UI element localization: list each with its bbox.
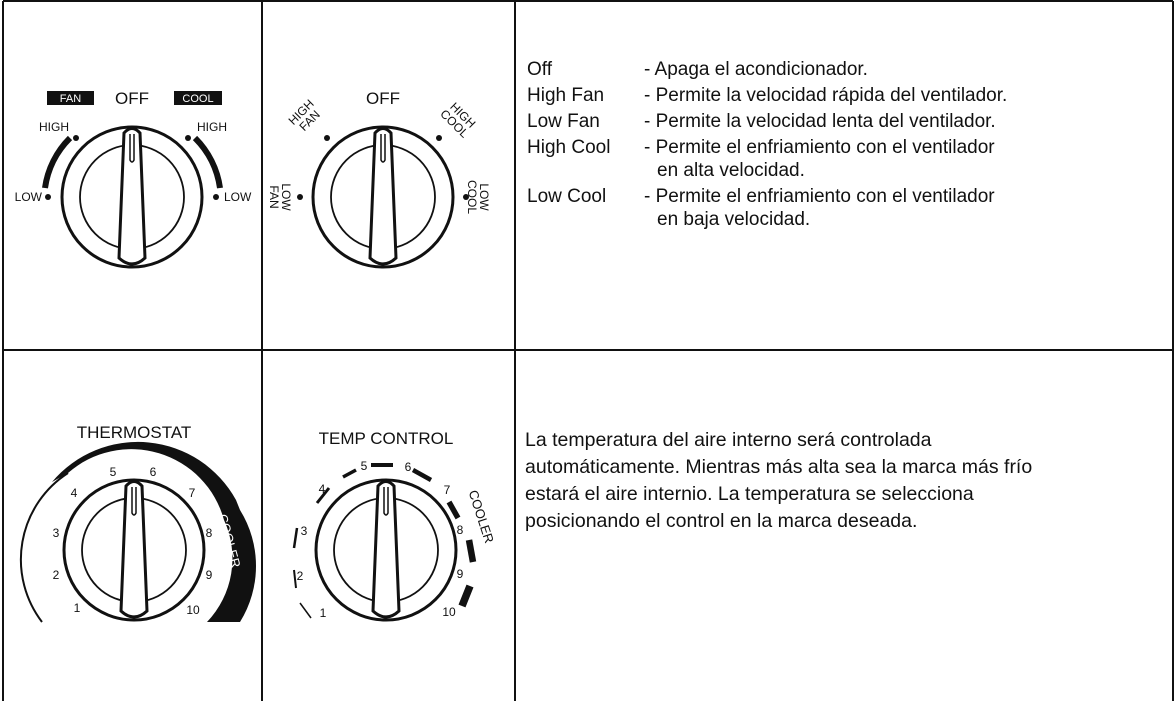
off-label: OFF [115,89,149,108]
description-line: automáticamente. Mientras más alta sea l… [525,456,1033,478]
high-cool-label: HIGH [197,120,227,134]
temp-control-scale-ticks [292,463,477,619]
scale-number: 1 [320,606,327,620]
scale-number: 4 [319,482,326,496]
thermostat-description: La temperatura del aire interno será con… [525,427,1155,535]
cool-range-arc [192,135,223,189]
dial-knob-handle [368,127,398,266]
thermostat-scale-numbers: 1 2 3 4 5 6 7 8 9 10 [53,465,213,617]
high-fan-label: HIGH FAN [286,97,323,134]
scale-number: 4 [71,486,78,500]
temp-control-dial[interactable]: TEMP CONTROL COOLER 1 2 [292,429,497,622]
setting-definition: - Permite la velocidad rápida del ventil… [644,85,1008,106]
setting-row: Off - Apaga el acondicionador. [527,58,1007,84]
low-fan-label: LOW [15,190,43,204]
scale-number: 5 [361,459,368,473]
low-fan-dot [45,194,51,200]
setting-name: Off [527,59,552,80]
svg-text:FAN: FAN [267,185,281,208]
scale-number: 5 [110,465,117,479]
knob-pointer-slot [383,487,389,516]
rotary-dial-fan-cool-alt[interactable]: OFF HIGH FAN HIGH COOL LOW FAN LOW COOL [267,89,491,269]
fan-badge [47,91,94,105]
cool-badge [174,91,222,105]
low-cool-dot [463,194,469,200]
temp-control-title: TEMP CONTROL [319,429,454,448]
setting-row: Low Fan - Permite la velocidad lenta del… [527,110,1007,136]
off-label: OFF [366,89,400,108]
setting-definition: - Permite el enfriamiento con el ventila… [644,186,995,230]
knob-pointer-slot [131,487,137,516]
fan-range-arc [42,135,73,189]
thermostat-title: THERMOSTAT [77,423,192,442]
description-line: posicionando el control en la marca dese… [525,510,918,532]
fan-badge-label: FAN [60,93,81,105]
setting-name: High Fan [527,85,605,106]
low-cool-label: LOW COOL [465,180,491,214]
scale-number: 8 [457,523,464,537]
description-line: estará el aire internio. La temperatura … [525,483,974,505]
setting-row: High Cool - Permite el enfriamiento con … [527,136,1007,185]
setting-row: Low Cool - Permite el enfriamiento con e… [527,185,1007,234]
thermostat-scale-thin [19,472,69,623]
dial-settings-description: Off - Apaga el acondicionador. High Fan … [527,58,1007,234]
svg-text:LOW: LOW [279,183,293,211]
high-fan-label: HIGH [39,120,69,134]
svg-text:COOL: COOL [465,180,479,214]
low-fan-dot [297,194,303,200]
scale-number: 6 [405,460,412,474]
scale-number: 7 [189,486,196,500]
scale-number: 9 [457,567,464,581]
svg-text:COOLER: COOLER [466,488,497,545]
cooler-arc-label: COOLER [466,488,497,545]
rotary-dial-fan-cool[interactable]: FAN COOL OFF HIGH HIGH LOW LOW [15,89,252,269]
setting-name: Low Fan [527,111,600,132]
dial-knob-handle [117,127,147,266]
setting-definition: - Permite el enfriamiento con el ventila… [644,137,995,181]
scale-number: 7 [444,483,451,497]
setting-name: Low Cool [527,186,607,207]
scale-number: 2 [297,569,304,583]
scale-number: 2 [53,568,60,582]
scale-number: 8 [206,526,213,540]
setting-definition: - Permite la velocidad lenta del ventila… [644,111,996,132]
setting-definition: - Apaga el acondicionador. [644,59,868,80]
scale-number: 10 [186,603,200,617]
high-fan-dot [73,135,79,141]
high-cool-dot [185,135,191,141]
setting-row: High Fan - Permite la velocidad rápida d… [527,84,1007,110]
scale-number: 1 [74,601,81,615]
thermostat-scale-wedge [52,441,257,622]
high-cool-dot [436,135,442,141]
setting-name: High Cool [527,137,611,158]
svg-text:LOW: LOW [477,183,491,211]
low-cool-dot [213,194,219,200]
dial-knob-handle [119,480,149,619]
low-fan-label: LOW FAN [267,183,293,211]
scale-number: 3 [53,526,60,540]
knob-pointer-slot [380,134,386,163]
thermostat-dial[interactable]: THERMOSTAT COOLER 1 2 3 4 5 6 7 8 9 10 [19,423,257,623]
dial-knob-handle [371,480,401,619]
high-fan-dot [324,135,330,141]
knob-pointer-slot [129,134,135,163]
scale-number: 6 [150,465,157,479]
low-cool-label: LOW [224,190,252,204]
description-line: La temperatura del aire interno será con… [525,429,932,451]
high-cool-label: HIGH COOL [437,100,478,141]
scale-number: 10 [442,605,456,619]
scale-number: 3 [301,524,308,538]
temp-control-scale-numbers: 1 2 3 4 5 6 7 8 9 10 [297,459,464,620]
scale-number: 9 [206,568,213,582]
cool-badge-label: COOL [182,93,213,105]
